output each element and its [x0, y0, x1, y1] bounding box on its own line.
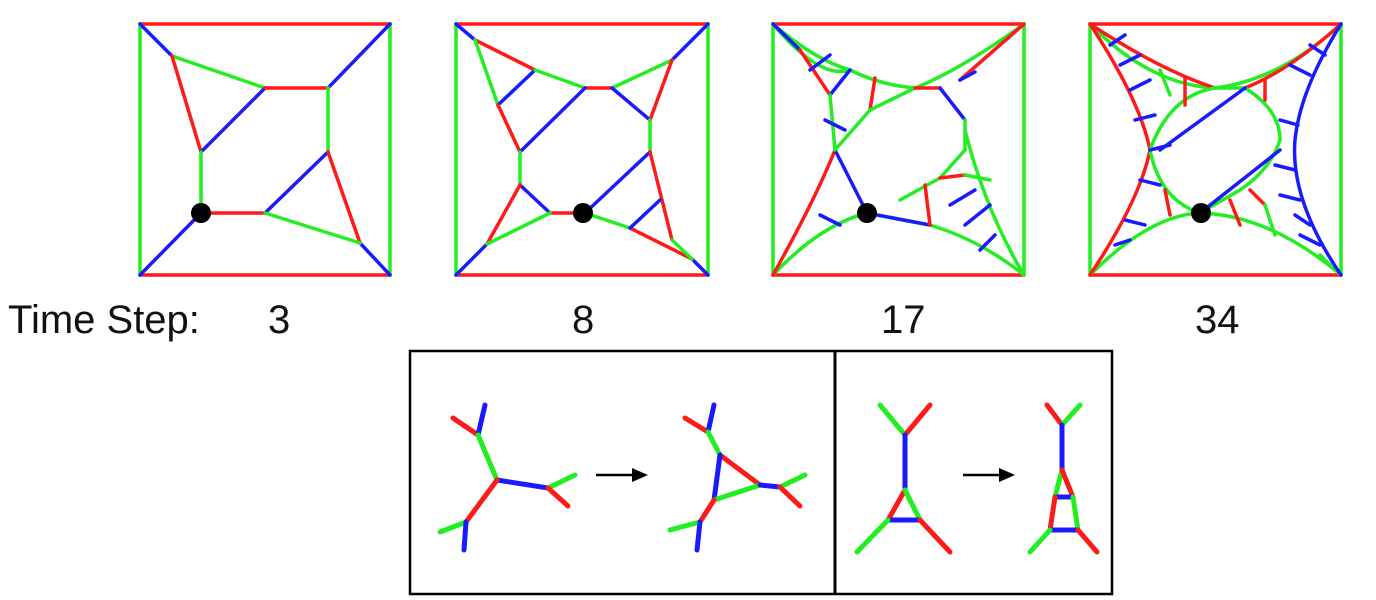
- marked-node: [573, 203, 593, 223]
- panel-step-8: [454, 22, 710, 277]
- rule-2-before: [854, 402, 953, 555]
- time-step-value: 34: [1195, 298, 1240, 342]
- rule-1-after: [667, 402, 808, 553]
- panel-step-3: [138, 22, 392, 277]
- marked-node: [857, 203, 877, 223]
- time-step-value: 3: [268, 298, 291, 342]
- panel-step-34: [1088, 22, 1343, 277]
- rule-2-after: [1027, 402, 1100, 555]
- rule-1-before: [437, 402, 578, 553]
- time-step-value: 17: [881, 298, 926, 342]
- marked-node: [1191, 203, 1211, 223]
- rule-2-arrow: [963, 468, 1015, 482]
- rules-box: [408, 349, 1114, 596]
- rule-1-arrow: [596, 468, 648, 482]
- time-step-value: 8: [572, 298, 595, 342]
- panel-step-17: [771, 22, 1026, 277]
- time-step-label: Time Step:: [8, 298, 200, 342]
- marked-node: [191, 203, 211, 223]
